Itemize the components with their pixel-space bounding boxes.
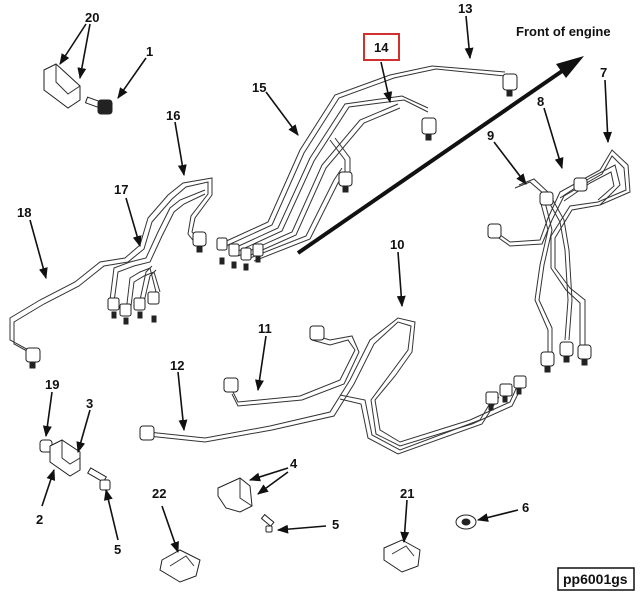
grommet-6-part	[455, 514, 477, 530]
front-of-engine-label: Front of engine	[516, 24, 611, 39]
callout-7: 7	[600, 65, 607, 80]
leader-lines	[29, 15, 612, 554]
bracket-4-part	[217, 477, 253, 513]
callout-18: 18	[17, 205, 31, 220]
callout-17: 17	[114, 182, 128, 197]
clip-22-part	[159, 549, 201, 583]
nut-cluster-7-lower	[540, 341, 592, 373]
nut-16-fitting	[192, 231, 207, 253]
callout-20: 20	[85, 10, 99, 25]
callout-22: 22	[152, 486, 166, 501]
clip-21-part	[383, 539, 421, 573]
nut-14-fitting	[421, 117, 437, 141]
nut-10-fitting	[309, 325, 325, 341]
callout-8: 8	[537, 94, 544, 109]
nut-9-fitting	[487, 223, 502, 239]
callout-1: 1	[146, 44, 153, 59]
nut-11-fitting	[223, 377, 239, 393]
clip-20-part	[43, 63, 81, 109]
screw-5-left-part	[87, 467, 111, 491]
clip-3-part	[49, 439, 81, 477]
screw-5-right-part	[260, 513, 275, 533]
callout-10: 10	[390, 237, 404, 252]
callout-19: 19	[45, 377, 59, 392]
highlight-box-14	[363, 33, 400, 61]
ref-code: pp6001gs	[563, 571, 628, 587]
nut-cluster-8	[539, 177, 588, 206]
bolt-1-part	[84, 96, 113, 115]
callout-21: 21	[400, 486, 414, 501]
injection-line-set-13-15	[221, 65, 506, 262]
callout-5-right: 5	[332, 517, 339, 532]
nut-cluster-17	[107, 291, 160, 325]
callout-2: 2	[36, 512, 43, 527]
nut-cluster-10-right	[485, 375, 527, 411]
nut-cluster-15	[216, 237, 264, 271]
injection-line-set-7-9	[495, 149, 631, 352]
injection-line-set-16-18	[9, 177, 213, 357]
callout-14: 14	[374, 40, 389, 55]
injection-line-set-10-12	[147, 317, 525, 455]
callout-6: 6	[522, 500, 529, 515]
callout-12: 12	[170, 358, 184, 373]
callout-9: 9	[487, 128, 494, 143]
ref-code-box	[557, 567, 635, 591]
callout-3: 3	[86, 396, 93, 411]
callout-4: 4	[290, 456, 298, 471]
callout-11: 11	[258, 321, 272, 336]
nut-18-fitting	[25, 347, 41, 369]
callout-5-left: 5	[114, 542, 121, 557]
front-of-engine-arrow	[296, 56, 584, 255]
nut-15-lower	[338, 171, 353, 193]
callout-16: 16	[166, 108, 180, 123]
nut-12-fitting	[139, 425, 155, 441]
nut-13-fitting	[502, 73, 518, 97]
callout-15: 15	[252, 80, 266, 95]
callout-13: 13	[458, 1, 472, 16]
